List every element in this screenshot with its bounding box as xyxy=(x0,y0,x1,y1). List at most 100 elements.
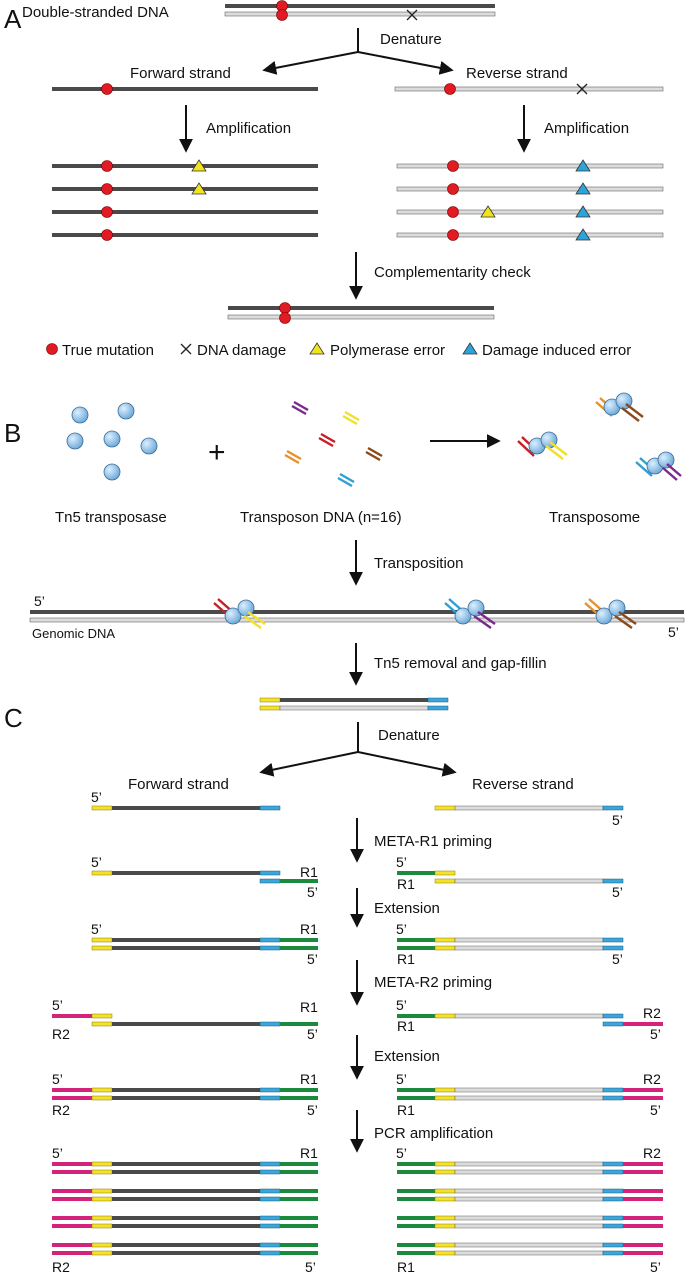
panel-a: A Double-stranded DNA Denature Forward s… xyxy=(4,0,664,359)
true-mutation-icon xyxy=(279,312,291,324)
r2-label: R2 xyxy=(52,1259,70,1275)
inserted-transposome xyxy=(444,598,496,629)
r1-label: R1 xyxy=(300,999,318,1015)
five-prime-label: 5’ xyxy=(307,951,318,967)
panel-b: B + xyxy=(4,392,685,711)
denature-arrows xyxy=(259,722,457,777)
legend-true-mutation: True mutation xyxy=(62,342,154,359)
damage-induced-error-icon xyxy=(575,228,591,241)
five-prime-label: 5’ xyxy=(52,1071,63,1087)
true-mutation-icon xyxy=(447,183,459,195)
polymerase-error-icon xyxy=(480,205,496,218)
forward-strand-label: Forward strand xyxy=(128,776,229,793)
reverse-strand-line xyxy=(394,86,664,92)
five-prime-label: 5’ xyxy=(650,1102,661,1118)
panel-b-letter: B xyxy=(4,418,21,448)
r1-label: R1 xyxy=(397,1018,415,1034)
forward-extended: 5’ R1 5’ xyxy=(91,921,318,967)
five-prime-label: 5’ xyxy=(305,1259,316,1275)
five-prime-label: 5’ xyxy=(52,1145,63,1161)
true-mutation-icon xyxy=(101,83,113,95)
five-prime-label: 5’ xyxy=(612,884,623,900)
forward-strand-label: Forward strand xyxy=(130,65,231,82)
transposome-label: Transposome xyxy=(549,509,640,526)
tn5-icon xyxy=(657,451,675,469)
legend-damage-induced-error: Damage induced error xyxy=(482,342,631,359)
five-prime-label: 5’ xyxy=(668,624,679,640)
five-prime-label: 5’ xyxy=(396,1145,407,1161)
r1-label: R1 xyxy=(300,1071,318,1087)
r1-label: R1 xyxy=(300,921,318,937)
forward-pcr-copies: 5’ R1 R2 5’ xyxy=(52,1145,318,1275)
five-prime-label: 5’ xyxy=(396,854,407,870)
reverse-extended-full: 5’ R2 R1 5’ xyxy=(396,1071,663,1118)
extension-1-label: Extension xyxy=(374,900,440,917)
damage-induced-error-icon xyxy=(462,342,478,355)
denature-label: Denature xyxy=(380,31,442,48)
gap-filled-fragment xyxy=(259,697,449,711)
five-prime-label: 5’ xyxy=(650,1026,661,1042)
r2-label: R2 xyxy=(52,1026,70,1042)
transposition-label: Transposition xyxy=(374,555,464,572)
tn5-icon xyxy=(71,406,89,424)
tn5-icon xyxy=(103,463,121,481)
damage-induced-error-icon xyxy=(575,159,591,172)
r2-priming-label: META-R2 priming xyxy=(374,974,492,991)
forward-strand-line xyxy=(225,4,495,8)
tn5-transposase-label: Tn5 transposase xyxy=(55,509,167,526)
tn5-icon xyxy=(117,402,135,420)
transposome xyxy=(635,451,682,481)
r1-label: R1 xyxy=(300,1145,318,1161)
forward-strand-line xyxy=(228,306,494,310)
true-mutation-icon xyxy=(447,229,459,241)
reverse-pcr-copies: 5’ R2 R1 5’ xyxy=(396,1145,663,1275)
five-prime-label: 5’ xyxy=(307,884,318,900)
five-prime-label: 5’ xyxy=(34,593,45,609)
transposon-dna-label: Transposon DNA (n=16) xyxy=(240,509,402,526)
genomic-dna-label: Genomic DNA xyxy=(32,626,115,641)
inserted-transposome xyxy=(584,598,637,629)
true-mutation-icon xyxy=(447,206,459,218)
transposome xyxy=(595,392,644,422)
r2-label: R2 xyxy=(52,1102,70,1118)
tn5-icon xyxy=(454,607,472,625)
five-prime-label: 5’ xyxy=(91,921,102,937)
r1-label: R1 xyxy=(300,864,318,880)
true-mutation-icon xyxy=(444,83,456,95)
r1-label: R1 xyxy=(397,876,415,892)
five-prime-label: 5’ xyxy=(612,812,623,828)
r1-label: R1 xyxy=(397,1259,415,1275)
reverse-extended: 5’ R1 5’ xyxy=(396,921,624,967)
transposome-complexes xyxy=(517,392,682,481)
genomic-forward-strand xyxy=(30,610,684,614)
tn5-icon xyxy=(140,437,158,455)
reverse-r1-primed: 5’ R1 5’ xyxy=(396,854,624,900)
tn5-icon xyxy=(595,607,613,625)
true-mutation-icon xyxy=(46,343,58,355)
true-mutation-icon xyxy=(101,206,113,218)
pcr-label: PCR amplification xyxy=(374,1125,493,1142)
true-mutation-icon xyxy=(447,160,459,172)
true-mutation-icon xyxy=(279,302,291,314)
reverse-strand-label: Reverse strand xyxy=(472,776,574,793)
transposome xyxy=(517,431,568,460)
five-prime-label: 5’ xyxy=(396,921,407,937)
five-prime-label: 5’ xyxy=(91,854,102,870)
tn5-icon xyxy=(66,432,84,450)
denature-label: Denature xyxy=(378,727,440,744)
true-mutation-icon xyxy=(101,229,113,241)
reverse-copies xyxy=(396,159,664,241)
five-prime-label: 5’ xyxy=(307,1026,318,1042)
r1-label: R1 xyxy=(397,951,415,967)
true-mutation-icon xyxy=(276,9,288,21)
panel-c-letter: C xyxy=(4,703,23,733)
r1-label: R1 xyxy=(397,1102,415,1118)
legend-dna-damage: DNA damage xyxy=(197,342,286,359)
forward-copies xyxy=(52,159,318,241)
removal-label: Tn5 removal and gap-fillin xyxy=(374,655,547,672)
reverse-strand-line xyxy=(224,11,496,17)
reverse-strand-line xyxy=(227,314,495,320)
dna-damage-icon xyxy=(406,9,418,21)
transposon-dna-fragments xyxy=(284,400,383,488)
dna-damage-icon xyxy=(180,343,192,355)
